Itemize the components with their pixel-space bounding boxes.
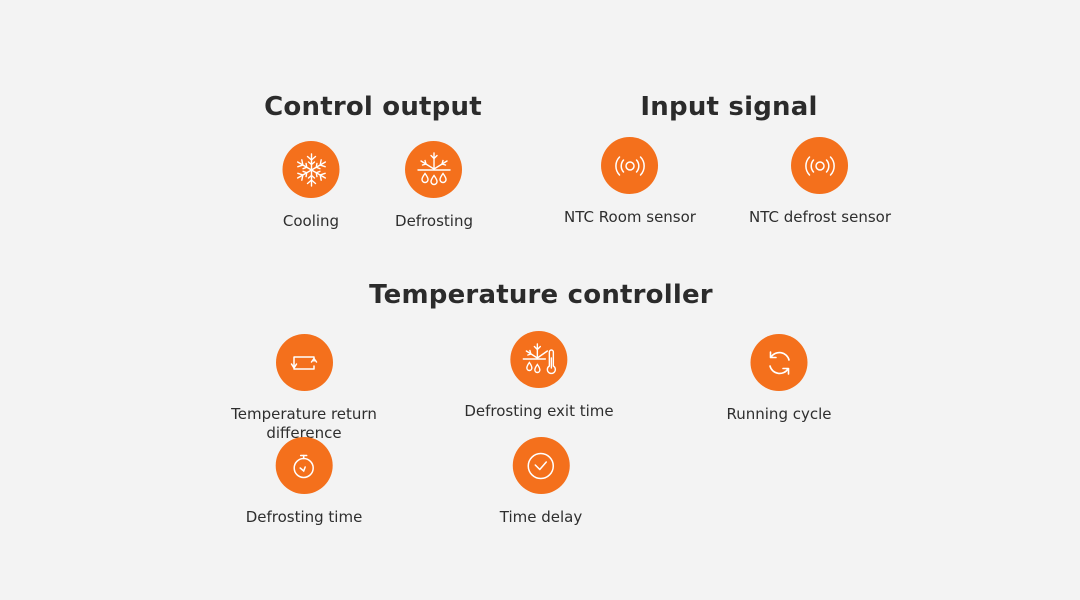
feature-running-cycle: Running cycle [727, 334, 832, 424]
feature-defrosting-exit-time: Defrosting exit time [464, 331, 614, 421]
feature-ntc-defrost-sensor: NTC defrost sensor [749, 137, 891, 227]
feature-label: Defrosting [395, 212, 473, 230]
snowflake-icon [282, 141, 340, 198]
sensor-signal-icon [601, 137, 659, 194]
feature-label: NTC defrost sensor [749, 208, 891, 226]
input-signal-title: Input signal [640, 92, 818, 122]
snowflake-drops-icon [405, 141, 463, 198]
feature-label: Defrosting exit time [464, 402, 614, 420]
refresh-cycle-icon [750, 334, 808, 391]
stopwatch-icon [275, 437, 333, 494]
feature-label: Cooling [282, 212, 340, 230]
sensor-signal-icon [791, 137, 849, 194]
feature-label: Time delay [499, 508, 583, 526]
clock-check-icon [512, 437, 570, 494]
feature-label: Running cycle [726, 405, 832, 423]
control-output-title: Control output [264, 92, 482, 122]
feature-temperature-return-difference: Temperature return difference [219, 334, 389, 443]
feature-label: NTC Room sensor [564, 208, 696, 226]
feature-label: Defrosting time [245, 508, 363, 526]
return-arrows-icon [275, 334, 333, 391]
feature-time-delay: Time delay [500, 437, 582, 527]
feature-defrosting: Defrosting [395, 141, 473, 231]
feature-cooling: Cooling [282, 141, 340, 231]
defrost-thermometer-icon [510, 331, 568, 388]
temperature-controller-title: Temperature controller [369, 280, 713, 310]
feature-label: Temperature return difference [231, 405, 377, 442]
feature-ntc-room-sensor: NTC Room sensor [564, 137, 696, 227]
feature-defrosting-time: Defrosting time [245, 437, 363, 527]
